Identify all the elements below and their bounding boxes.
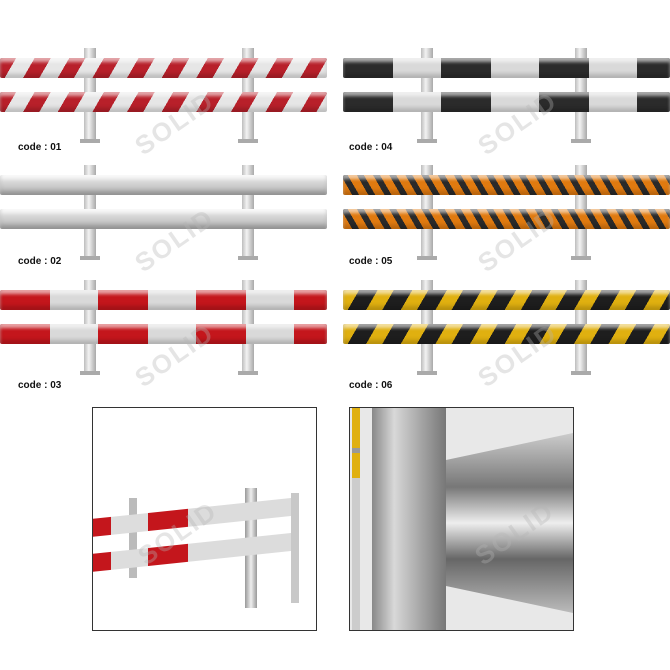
rail-closeup — [446, 433, 573, 613]
code-label: code : 05 — [349, 256, 393, 267]
code-label: code : 06 — [349, 380, 393, 391]
rail — [0, 290, 327, 310]
code-label: code : 02 — [18, 256, 62, 267]
code-label: code : 03 — [18, 380, 62, 391]
rail — [343, 324, 670, 344]
rail — [343, 290, 670, 310]
rail — [0, 324, 327, 344]
rail — [343, 209, 670, 229]
rail — [93, 497, 298, 537]
rail — [343, 92, 670, 112]
rail — [0, 58, 327, 78]
post-closeup — [372, 408, 446, 630]
rail — [343, 175, 670, 195]
perspective-render-view: SOLID — [92, 407, 317, 631]
rail — [0, 175, 327, 195]
rail — [343, 58, 670, 78]
post — [129, 498, 137, 578]
closeup-render-view: SOLID — [349, 407, 574, 631]
code-label: code : 01 — [18, 142, 62, 153]
end-plate — [291, 493, 299, 603]
code-label: code : 04 — [349, 142, 393, 153]
rail — [0, 209, 327, 229]
yellow-stripe — [352, 408, 360, 630]
rail — [0, 92, 327, 112]
rail — [93, 532, 298, 572]
